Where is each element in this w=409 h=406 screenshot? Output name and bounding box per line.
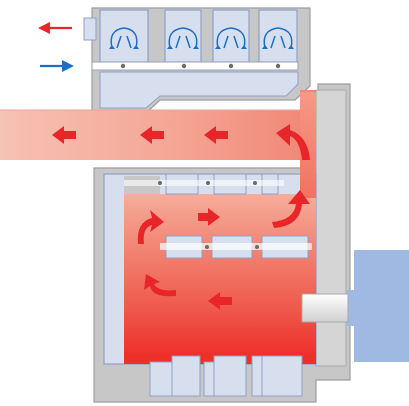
curved-arrow [276, 124, 310, 160]
rotor-shaft [91, 61, 299, 71]
curved-arrow [144, 274, 176, 297]
heat-exchanger-unit [83, 7, 311, 115]
lower-tube-row [124, 355, 316, 397]
arrow-left [140, 126, 164, 144]
arrow-left [208, 292, 232, 310]
gas-riser [300, 92, 316, 198]
arrow-left [204, 126, 228, 144]
middle-tube-row [160, 235, 312, 259]
flow-arrows [52, 124, 310, 310]
motor-block [301, 250, 409, 362]
curved-arrow [137, 210, 164, 244]
swirl-arrowheads [109, 45, 294, 49]
shaft-bearings [120, 63, 281, 69]
riser-wall [315, 89, 347, 367]
drive-shaft [301, 293, 349, 323]
fan-cell [99, 9, 149, 63]
red-arrow-left [38, 22, 72, 34]
arrow-right [198, 208, 220, 226]
motor-housing [354, 250, 409, 362]
exhaust-duct [0, 90, 316, 160]
curved-arrow [272, 190, 310, 228]
swirl-arrows [110, 27, 293, 49]
upper-tube-row [124, 173, 284, 195]
blue-arrow-right [40, 60, 74, 72]
arrow-left [52, 126, 76, 144]
